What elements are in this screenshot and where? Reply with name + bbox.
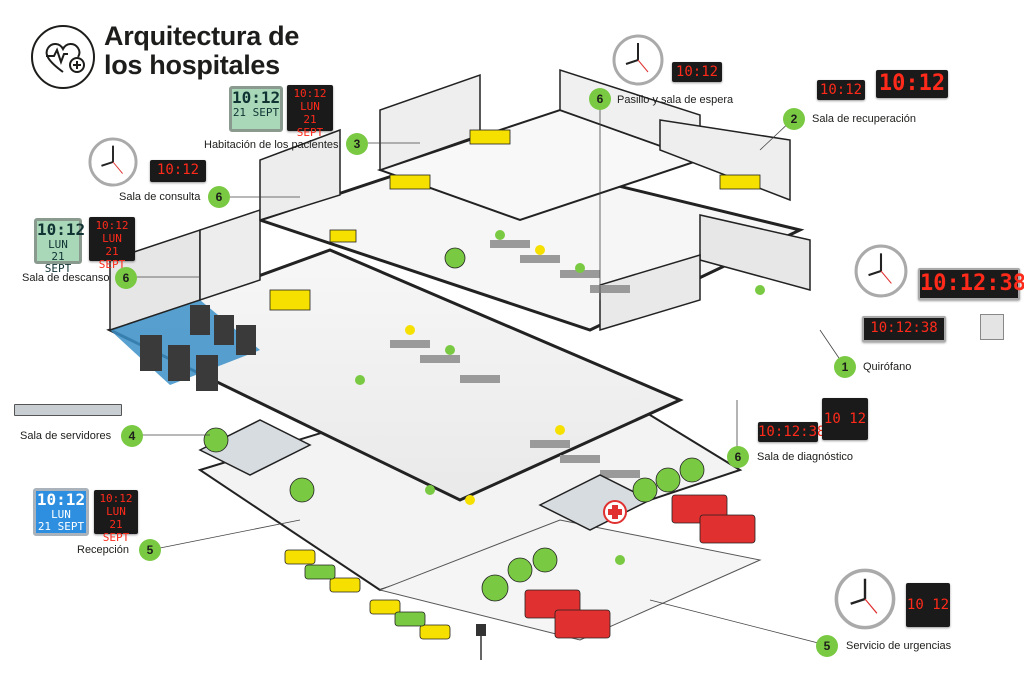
parking-sign	[476, 624, 486, 636]
display-time-seconds: 10:12:38	[920, 271, 1024, 296]
display-date: 21 SEPT	[102, 518, 130, 544]
display-time: 10:12	[293, 87, 327, 100]
digital-clock-display: 10:12:38	[918, 268, 1024, 300]
callout-lines	[132, 108, 846, 646]
parked-taxis	[284, 549, 451, 640]
area-badge: 5	[816, 635, 838, 657]
people	[355, 230, 765, 565]
display-time-short: 10 12	[823, 411, 867, 427]
display-time: 10:12	[99, 492, 133, 505]
display-time: 10:12	[36, 490, 86, 509]
display-time: 10:12	[95, 219, 129, 232]
display-date: 21 SEPT	[37, 520, 85, 533]
display-day: LUN	[102, 232, 122, 245]
wall-patient	[379, 73, 481, 172]
rack-server-unit	[14, 404, 122, 416]
trees	[203, 247, 705, 602]
display-date: 21 SEPT	[296, 113, 324, 139]
display-time: 10:12	[878, 71, 946, 96]
digital-clock-display: 10:12	[876, 70, 948, 98]
area-badge: 6	[208, 186, 230, 208]
area-label: Quirófano	[863, 361, 912, 373]
area-badge: 6	[589, 88, 611, 110]
furniture	[269, 129, 761, 311]
digital-clock-display: 10:12:38	[862, 316, 946, 342]
display-time: 10:12	[232, 88, 281, 107]
display-day: LUN	[48, 238, 68, 251]
analog-clock-icon	[854, 244, 908, 298]
display-time: 10:12	[675, 64, 719, 80]
digital-clock-display: 10:12	[817, 80, 865, 100]
display-date: 21 SEPT	[232, 106, 280, 119]
server-racks	[140, 305, 256, 391]
area-badge: 1	[834, 356, 856, 378]
digital-clock-display: 10 12	[906, 583, 950, 627]
area-label: Servicio de urgencias	[846, 640, 952, 652]
wall-operating	[699, 214, 811, 291]
area-label: Pasillo y sala de espera	[617, 94, 734, 106]
area-badge: 6	[727, 446, 749, 468]
digital-clock-display: 10 12	[822, 398, 868, 440]
display-day: LUN	[51, 508, 71, 521]
area-label: Habitación de los pacientes	[204, 139, 339, 151]
area-badge: 6	[115, 267, 137, 289]
parked-green-cars	[304, 564, 426, 627]
wall-consult	[259, 128, 341, 222]
area-badge: 3	[346, 133, 368, 155]
display-time: 10:12	[819, 82, 863, 98]
emergency-floor	[378, 519, 762, 641]
control-box	[980, 314, 1004, 340]
area-label: Sala de descanso	[22, 272, 110, 284]
display-time-short: 10 12	[906, 597, 950, 613]
ambulances	[524, 494, 756, 639]
area-label: Sala de diagnóstico	[757, 451, 854, 463]
waiting-seats	[390, 240, 640, 478]
title-line-1: Arquitectura de	[104, 21, 300, 51]
page-title: Arquitectura de los hospitales	[104, 22, 299, 80]
display-date: 21 SEPT	[98, 245, 126, 271]
analog-clock-icon	[612, 34, 664, 86]
area-badge: 5	[139, 539, 161, 561]
area-label: Sala de servidores	[20, 430, 112, 442]
display-time-seconds: 10:12:38	[758, 424, 826, 440]
reception-canopy	[198, 419, 312, 476]
area-badge: 4	[121, 425, 143, 447]
display-time: 10:12	[37, 220, 86, 239]
digital-clock-display: 10:12	[672, 62, 722, 82]
analog-clock-icon	[88, 137, 138, 187]
display-date: 21 SEPT	[44, 250, 72, 275]
display-day: LUN	[300, 100, 320, 113]
area-label: Sala de recuperación	[812, 113, 916, 125]
area-badge: 2	[783, 108, 805, 130]
area-label: Recepción	[77, 544, 129, 556]
digital-clock-display: 10:12	[150, 160, 206, 182]
display-day: LUN	[106, 505, 126, 518]
title-line-2: los hospitales	[104, 50, 280, 80]
display-time-seconds: 10:12:38	[870, 320, 938, 336]
digital-clock-display: 10:12:38	[758, 422, 826, 442]
area-label: Sala de consulta	[119, 191, 201, 203]
heart-pulse-plus-icon	[31, 25, 95, 89]
display-time: 10:12	[156, 162, 200, 178]
analog-clock-icon	[834, 568, 896, 630]
